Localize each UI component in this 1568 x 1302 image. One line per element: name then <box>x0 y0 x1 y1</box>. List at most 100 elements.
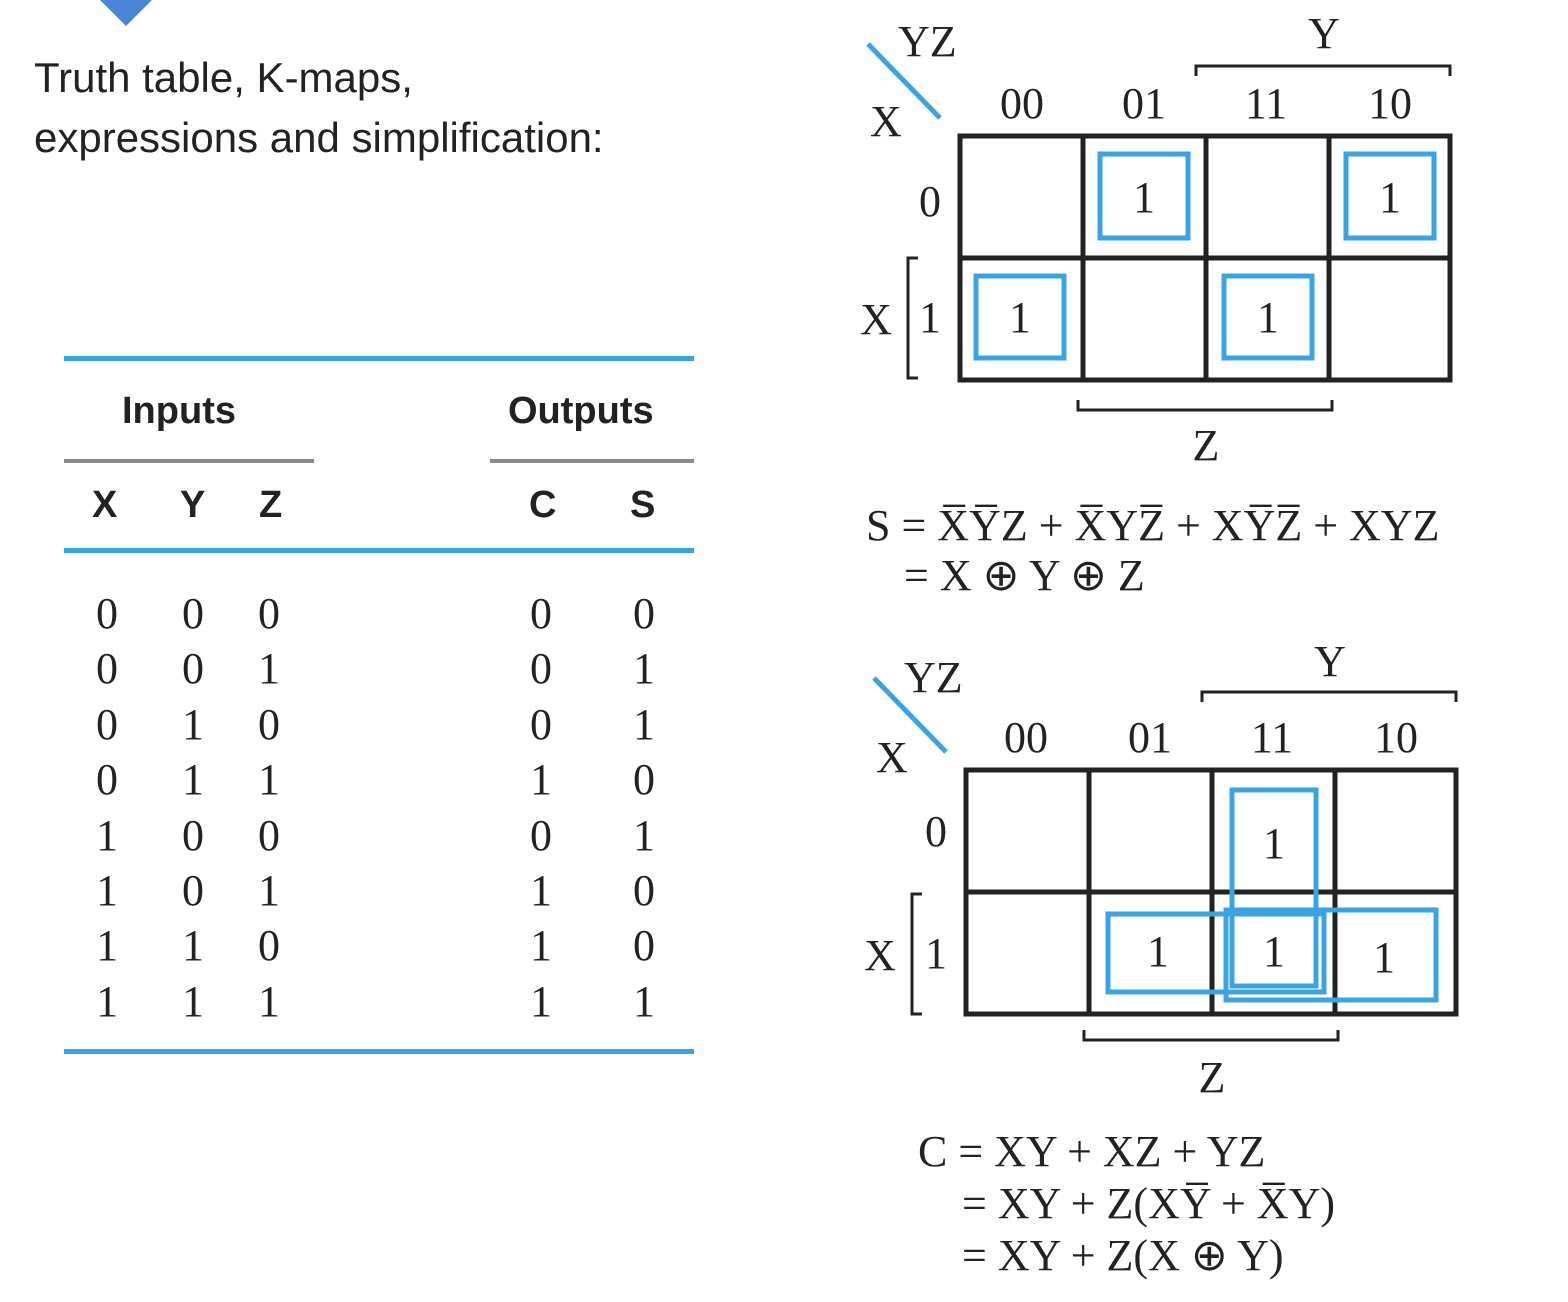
table-cell-s: 1 <box>633 644 655 694</box>
kmap-s-col-label: 10 <box>1368 79 1412 128</box>
kmap-s: YZ X 00 01 11 10 Y 0 1 X 1 1 1 1 Z S = X… <box>860 9 1453 600</box>
table-cell-c: 0 <box>530 589 552 638</box>
kmap-s-x-bracket <box>906 256 918 380</box>
table-cell-s: 1 <box>633 976 655 1026</box>
kmap-s-col-label: 11 <box>1245 79 1287 128</box>
kmap-s-y-bracket <box>1194 64 1452 76</box>
table-cell-s: 0 <box>633 866 655 915</box>
table-cell-y: 1 <box>182 976 204 1026</box>
table-cell-x: 1 <box>96 866 118 915</box>
table-cell-x: 1 <box>96 810 118 860</box>
table-cell-y: 0 <box>182 866 204 915</box>
kmap-c-expression-line-3: = XY + Z(X ⊕ Y) <box>962 1231 1284 1280</box>
table-cell-x: 0 <box>96 589 118 638</box>
kmap-s-group-loop <box>1221 273 1315 361</box>
kmap-c-expression: C = XY + XZ + YZ <box>918 1127 1265 1176</box>
table-cell-x: 0 <box>96 755 118 805</box>
table-cell-z: 1 <box>258 755 280 805</box>
table-bottom-rule <box>64 1049 694 1054</box>
table-cell-y: 1 <box>182 921 204 971</box>
kmap-s-col-label: 00 <box>1000 79 1044 128</box>
table-cell-y: 0 <box>182 644 204 694</box>
table-cell-c: 0 <box>530 699 552 749</box>
kmap-s-z-bracket <box>1076 400 1334 412</box>
table-cell-z: 0 <box>258 921 280 971</box>
table-cell-x: 1 <box>96 976 118 1026</box>
kmap-c-y-bracket <box>1200 690 1458 702</box>
kmap-s-group-loop <box>1343 151 1437 241</box>
table-cell-s: 0 <box>633 755 655 805</box>
heading-line-1: Truth table, K-maps, <box>34 54 413 101</box>
kmap-s-expression-line-2: = X ⊕ Y ⊕ Z <box>904 551 1145 600</box>
kmap-c: YZ X 00 01 11 10 Y 0 1 X 1 1 1 1 Z C = X… <box>864 637 1459 1280</box>
kmap-c-z-bracket <box>1082 1030 1340 1042</box>
table-cell-c: 1 <box>530 866 552 915</box>
kmap-c-cell: 1 <box>1373 933 1395 982</box>
kmap-c-x-bracket <box>910 892 922 1016</box>
kmap-s-corner-left: X <box>870 97 902 146</box>
table-cell-c: 1 <box>530 755 552 805</box>
table-cell-y: 0 <box>182 810 204 860</box>
table-cell-s: 1 <box>633 699 655 749</box>
kmap-c-corner-left: X <box>876 733 908 782</box>
table-cell-s: 0 <box>633 589 655 638</box>
kmap-s-group-loop <box>973 273 1067 361</box>
table-cell-c: 0 <box>530 644 552 694</box>
kmap-s-z-label: Z <box>1193 421 1220 470</box>
heading-line-2: expressions and simplification: <box>34 114 604 161</box>
kmap-s-corner-top: YZ <box>898 17 957 66</box>
kmap-s-y-label: Y <box>1308 9 1340 58</box>
outputs-group-header: Outputs <box>508 390 654 432</box>
column-header-y: Y <box>180 484 206 526</box>
kmap-c-row-label: 1 <box>925 929 947 978</box>
kmap-s-row-label: 0 <box>919 177 941 226</box>
kmap-s-x-label: X <box>860 295 892 344</box>
kmap-c-corner-top: YZ <box>904 653 963 702</box>
table-header-rule <box>64 548 694 553</box>
kmap-c-corner-diagonal <box>872 676 948 754</box>
table-cell-s: 0 <box>633 921 655 971</box>
page-heading: Truth table, K-maps, expressions and sim… <box>34 48 604 168</box>
kmap-s-group-loop <box>1097 151 1191 241</box>
column-header-x: X <box>92 484 118 526</box>
table-cell-y: 1 <box>182 755 204 805</box>
kmap-c-x-label: X <box>864 931 896 980</box>
kmap-s-cell: 1 <box>1379 173 1401 222</box>
table-cell-c: 1 <box>530 976 552 1026</box>
table-cell-c: 1 <box>530 921 552 971</box>
kmap-c-col-label: 00 <box>1004 713 1048 762</box>
table-cell-z: 1 <box>258 866 280 915</box>
table-cell-x: 0 <box>96 644 118 694</box>
kmap-c-y-label: Y <box>1314 637 1346 686</box>
table-cell-y: 0 <box>182 589 204 638</box>
table-top-rule <box>64 356 694 361</box>
kmap-c-expression-line-2: = XY + Z(XY̅ + X̅Y) <box>962 1179 1335 1228</box>
outputs-rule <box>490 459 694 463</box>
kmap-s-corner-diagonal <box>866 42 942 120</box>
kmap-s-col-label: 01 <box>1122 79 1166 128</box>
table-cell-s: 1 <box>633 810 655 860</box>
kmap-c-col-label: 11 <box>1251 713 1293 762</box>
kmap-c-cell: 1 <box>1147 927 1169 976</box>
column-header-z: Z <box>259 484 283 526</box>
table-cell-x: 0 <box>96 699 118 749</box>
kmap-c-cell: 1 <box>1263 927 1285 976</box>
table-cell-y: 1 <box>182 699 204 749</box>
kmap-s-cell: 1 <box>1133 173 1155 222</box>
kmap-c-col-label: 01 <box>1128 713 1172 762</box>
table-cell-x: 1 <box>96 921 118 971</box>
column-header-c: C <box>529 484 557 526</box>
kmap-s-cell: 1 <box>1257 293 1279 342</box>
table-cell-z: 0 <box>258 699 280 749</box>
kmap-s-row-label: 1 <box>919 293 941 342</box>
table-cell-z: 0 <box>258 810 280 860</box>
kmap-c-group-loop <box>1223 907 1439 1003</box>
table-cell-z: 1 <box>258 976 280 1026</box>
table-cell-c: 0 <box>530 810 552 860</box>
table-cell-z: 1 <box>258 644 280 694</box>
kmap-s-expression: S = X̅Y̅Z + X̅YZ̅ + XY̅Z̅ + XYZ <box>866 501 1439 550</box>
kmap-c-col-label: 10 <box>1374 713 1418 762</box>
kmap-s-cell: 1 <box>1009 293 1031 342</box>
